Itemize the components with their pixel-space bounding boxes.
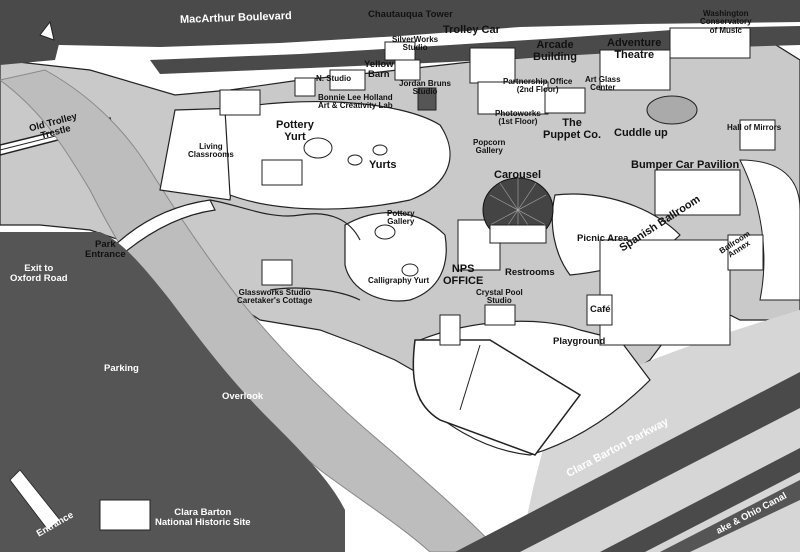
adventure-theatre-building bbox=[599, 49, 671, 91]
jordan-bruns-building bbox=[394, 59, 421, 81]
bumper-car-area bbox=[739, 159, 800, 301]
parking-divider bbox=[9, 469, 61, 531]
bumper-car-pavilion-label: Bumper Car Pavilion bbox=[631, 159, 740, 171]
bonnie-lee-holland-label: Bonnie Lee Holland Art & Creativity Lab bbox=[318, 93, 393, 111]
yurt-icon bbox=[347, 154, 363, 166]
living-classrooms-lot bbox=[159, 107, 241, 201]
yurt-icon bbox=[303, 137, 333, 159]
yellow-barn-label: Yellow Barn bbox=[364, 59, 394, 80]
pottery-yurt-label: Pottery Yurt bbox=[276, 119, 314, 143]
calligraphy-yurt-label: Calligraphy Yurt bbox=[368, 276, 430, 285]
pottery-gallery-area bbox=[344, 212, 447, 302]
washington-conservatory-label: Washington Conservatory of Music bbox=[700, 9, 752, 35]
glassworks-path bbox=[269, 287, 361, 301]
yellow-barn-building bbox=[329, 69, 366, 91]
yurt-icon bbox=[372, 144, 388, 156]
living-classrooms-label: Living Classrooms bbox=[188, 142, 234, 160]
direction-arrow-icon bbox=[39, 20, 55, 41]
pottery-gallery-label: Pottery Gallery bbox=[387, 209, 415, 227]
photoworks-building bbox=[477, 81, 549, 115]
cuddle-up-label: Cuddle up bbox=[614, 127, 668, 139]
puppet-co-label: The Puppet Co. bbox=[543, 117, 602, 141]
hall-of-mirrors-building bbox=[739, 119, 776, 151]
glassworks-studio-label: Glassworks Studio Caretaker's Cottage bbox=[237, 288, 313, 306]
yurt-icon bbox=[401, 263, 419, 277]
puppet-co-building bbox=[544, 87, 586, 114]
jordan-bruns-studio-label: Jordan Bruns Studio bbox=[399, 79, 452, 97]
hall-of-mirrors-label: Hall of Mirrors bbox=[727, 123, 782, 132]
parking-label: Parking bbox=[104, 363, 139, 374]
cafe-label: Café bbox=[590, 304, 611, 315]
yurts-group bbox=[303, 137, 419, 277]
photoworks-label: Photoworks (1st Floor) bbox=[495, 109, 541, 127]
carousel-base bbox=[489, 224, 547, 244]
cuddle-up-ride bbox=[646, 95, 698, 125]
n-studio-label: N. Studio bbox=[316, 74, 352, 83]
cafe-building bbox=[586, 294, 613, 326]
crystal-pool-studio-building bbox=[484, 304, 516, 326]
spanish-ballroom-building bbox=[599, 239, 731, 346]
ballroom-annex-building bbox=[727, 234, 764, 271]
carousel-label: Carousel bbox=[494, 169, 542, 181]
canal-road-edge bbox=[660, 480, 800, 552]
crystal-pool-divider bbox=[459, 344, 481, 411]
exit-to-oxford-road-label: Exit to Oxford Road bbox=[10, 263, 68, 284]
trolley-car-label: Trolley Car bbox=[443, 24, 500, 36]
clara-barton-house bbox=[99, 499, 151, 531]
yurts-label: Yurts bbox=[369, 159, 397, 171]
playground-label: Playground bbox=[553, 336, 606, 347]
yurt-icon bbox=[374, 224, 396, 240]
arcade-building-label: Arcade Building bbox=[533, 39, 577, 63]
pottery-yurt-area bbox=[224, 101, 451, 210]
nps-office-label: NPS OFFICE bbox=[443, 263, 484, 287]
park-bridge bbox=[109, 199, 216, 259]
park-entrance-label: Park Entrance bbox=[85, 239, 126, 260]
conservatory-building bbox=[669, 27, 751, 59]
canal-road bbox=[600, 448, 800, 552]
macarthur-boulevard-road bbox=[0, 0, 800, 47]
partnership-office-label: Partnership Office (2nd Floor) bbox=[503, 77, 573, 95]
adventure-theatre-label: Adventure Theatre bbox=[607, 37, 662, 61]
picnic-area-label: Picnic Area bbox=[577, 233, 629, 244]
overlook-label: Overlook bbox=[222, 391, 264, 402]
chautauqua-tower-label: Chautauqua Tower bbox=[368, 9, 453, 20]
buildings bbox=[99, 27, 776, 531]
crystal-pool-studio-label: Crystal Pool Studio bbox=[476, 288, 523, 306]
n-studio-building bbox=[294, 77, 316, 97]
clara-barton-site-label: Clara Barton National Historic Site bbox=[155, 507, 251, 528]
silverworks-studio-label: SilverWorks Studio bbox=[392, 35, 439, 53]
parking-lot bbox=[0, 232, 345, 552]
trolley-car bbox=[417, 87, 437, 111]
pottery-yurt-building bbox=[261, 159, 303, 186]
bumper-car-pavilion bbox=[654, 169, 741, 216]
arcade-building bbox=[469, 47, 516, 84]
glassworks-building bbox=[261, 259, 293, 286]
walking-path bbox=[209, 199, 361, 241]
restrooms-label: Restrooms bbox=[505, 267, 555, 278]
crystal-pool-area bbox=[412, 339, 582, 456]
art-glass-center-label: Art Glass Center bbox=[585, 75, 621, 93]
living-classrooms-building bbox=[219, 89, 261, 116]
clara-barton-parkway-road bbox=[455, 372, 800, 552]
playground-structure bbox=[439, 314, 461, 346]
popcorn-gallery-label: Popcorn Gallery bbox=[473, 138, 506, 156]
top-left-road-corner bbox=[0, 0, 70, 65]
